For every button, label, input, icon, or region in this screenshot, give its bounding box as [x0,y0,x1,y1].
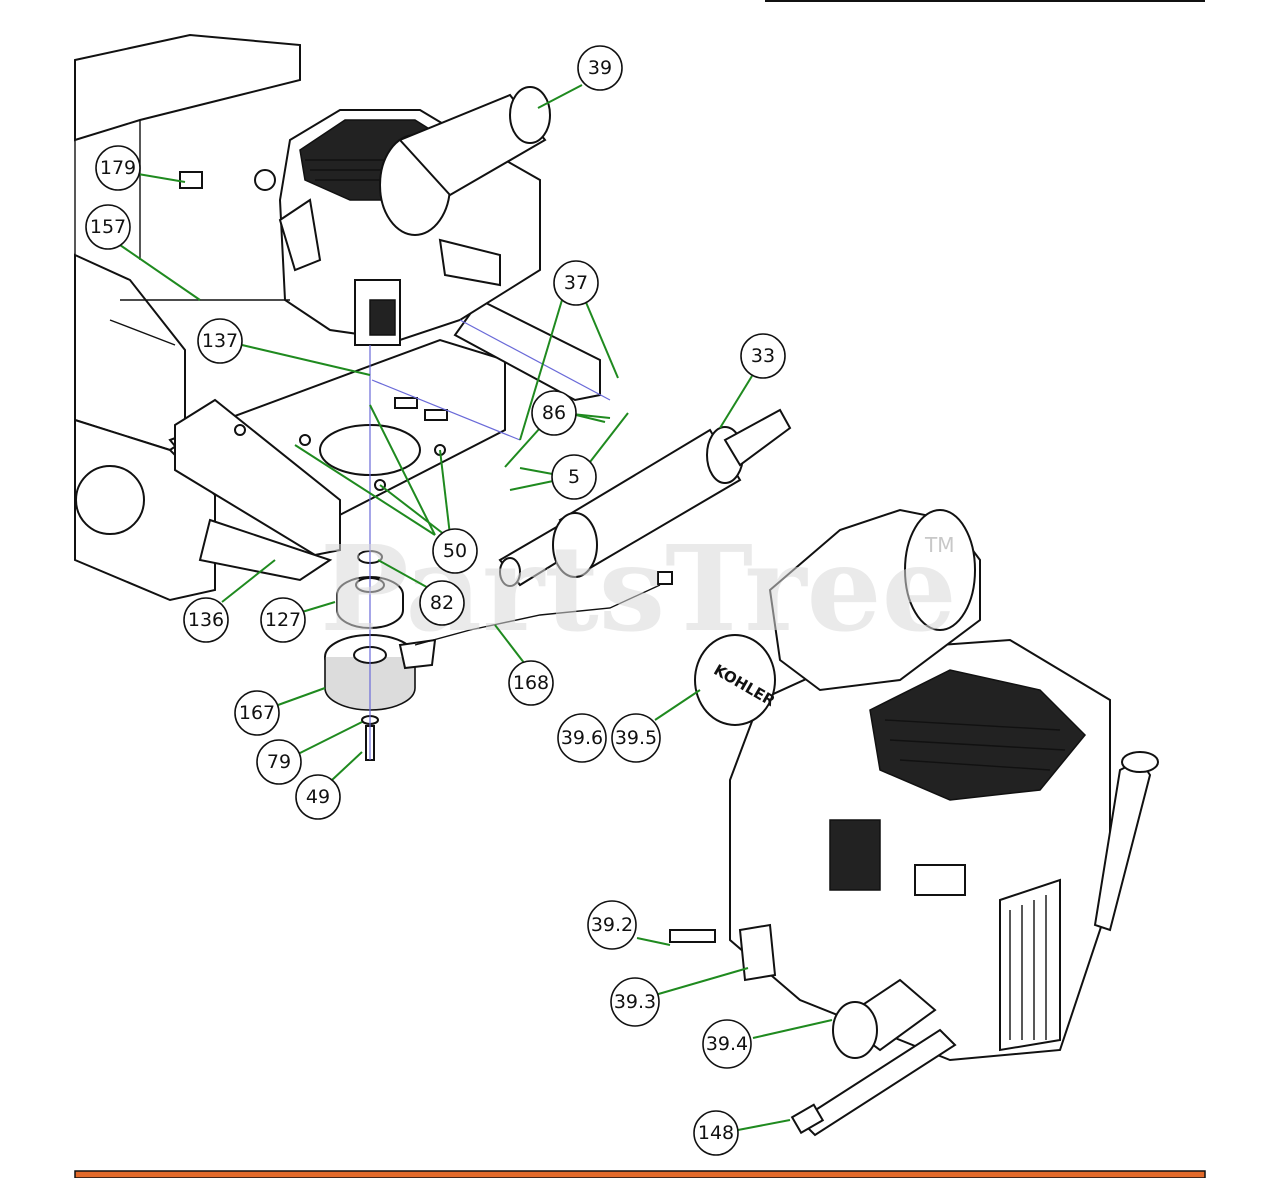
callout-39-5: 39.5 [611,713,661,763]
callout-168: 168 [508,660,554,706]
watermark-trademark: TM [924,533,954,557]
callout-5: 5 [551,454,597,500]
watermark: PartsTree TM [320,519,957,658]
callout-label: 39.4 [706,1033,748,1055]
callout-49: 49 [295,774,341,820]
engine-top [120,86,551,346]
callout-label: 5 [568,466,580,488]
callout-label: 50 [443,540,467,562]
callout-137: 137 [197,318,243,364]
callout-33: 33 [740,333,786,379]
callout-label: 167 [239,702,275,724]
engine-detail: KOHLER [669,508,1159,1137]
watermark-text: PartsTree [320,519,957,658]
callout-label: 39.3 [614,991,656,1013]
callout-37: 37 [553,260,599,306]
callout-label: 49 [306,786,330,808]
bottom-bar [74,1170,1206,1178]
callout-label: 37 [564,272,588,294]
callout-label: 148 [698,1122,734,1144]
callout-39: 39 [577,45,623,91]
callout-136: 136 [183,597,229,643]
callout-148: 148 [693,1110,739,1156]
callout-label: 39.6 [561,727,603,749]
callout-label: 127 [265,609,301,631]
callout-50: 50 [432,528,478,574]
callout-label: 39 [588,57,612,79]
callout-label: 136 [188,609,224,631]
callout-167: 167 [234,690,280,736]
callout-label: 39.2 [591,914,633,936]
callout-label: 86 [542,402,566,424]
muffler [498,408,792,587]
pulley-clutch-stack [324,319,673,761]
callout-39-6: 39.6 [557,713,607,763]
callout-82: 82 [419,580,465,626]
callout-39-3: 39.3 [610,977,660,1027]
callout-127: 127 [260,597,306,643]
callout-label: 137 [202,330,238,352]
callout-label: 157 [90,216,126,238]
callout-39-2: 39.2 [587,900,637,950]
callout-label: 33 [751,345,775,367]
callout-179: 179 [95,145,141,191]
callout-39-4: 39.4 [702,1019,752,1069]
callout-157: 157 [85,204,131,250]
callout-label: 79 [267,751,291,773]
callout-86: 86 [531,390,577,436]
callout-label: 39.5 [615,727,657,749]
callout-label: 168 [513,672,549,694]
callout-label: 179 [100,157,136,179]
callout-label: 82 [430,592,454,614]
callout-79: 79 [256,739,302,785]
leader-lines [119,84,833,1131]
